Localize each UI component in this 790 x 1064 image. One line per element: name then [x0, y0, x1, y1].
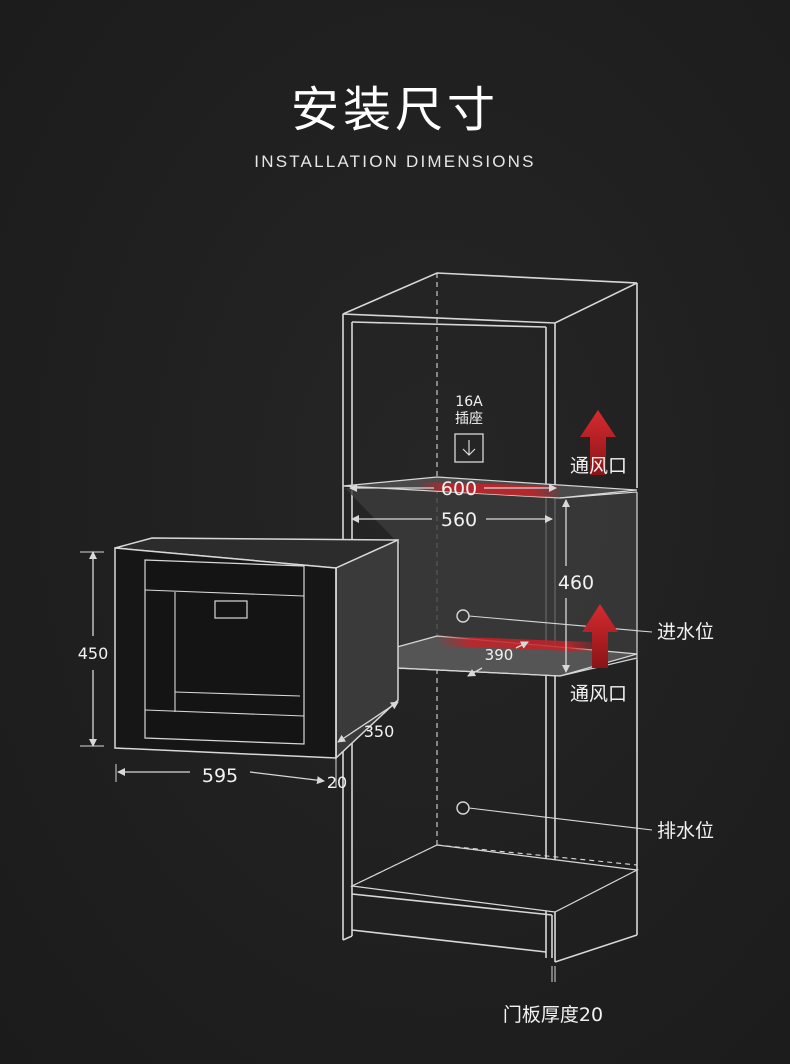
- dim-oven-height: 450: [78, 644, 109, 663]
- socket: 16A 插座: [454, 394, 484, 463]
- dim-oven-width: 595: [202, 765, 238, 787]
- oven: [114, 537, 399, 760]
- dim-oven-depth: 350: [364, 722, 395, 741]
- vent-arrow-bottom-icon: [582, 604, 618, 668]
- dim-niche-width: 560: [441, 509, 477, 531]
- label-water-inlet: 进水位: [657, 621, 714, 643]
- vent-arrow-top-icon: [580, 410, 616, 475]
- label-vent-bottom: 通风口: [570, 683, 627, 705]
- socket-label: 插座: [455, 411, 483, 427]
- label-water-drain: 排水位: [657, 820, 714, 842]
- label-door-panel-thickness: 门板厚度20: [503, 1004, 603, 1026]
- dim-oven-door-thickness: 20: [327, 773, 347, 792]
- top-vent-glow: [420, 482, 560, 498]
- label-vent-top: 通风口: [570, 455, 627, 477]
- socket-rating: 16A: [455, 394, 483, 410]
- page-subtitle: INSTALLATION DIMENSIONS: [254, 152, 536, 171]
- dim-cabinet-width: 600: [441, 478, 477, 500]
- oven-display-icon: [214, 600, 248, 619]
- page-title: 安装尺寸: [290, 82, 499, 138]
- socket-outlet-icon: [454, 433, 484, 463]
- water-drain-marker: [456, 801, 470, 815]
- dim-niche-height: 460: [558, 572, 594, 594]
- tall-cabinet: [342, 272, 640, 963]
- dim-niche-depth: 390: [485, 646, 514, 664]
